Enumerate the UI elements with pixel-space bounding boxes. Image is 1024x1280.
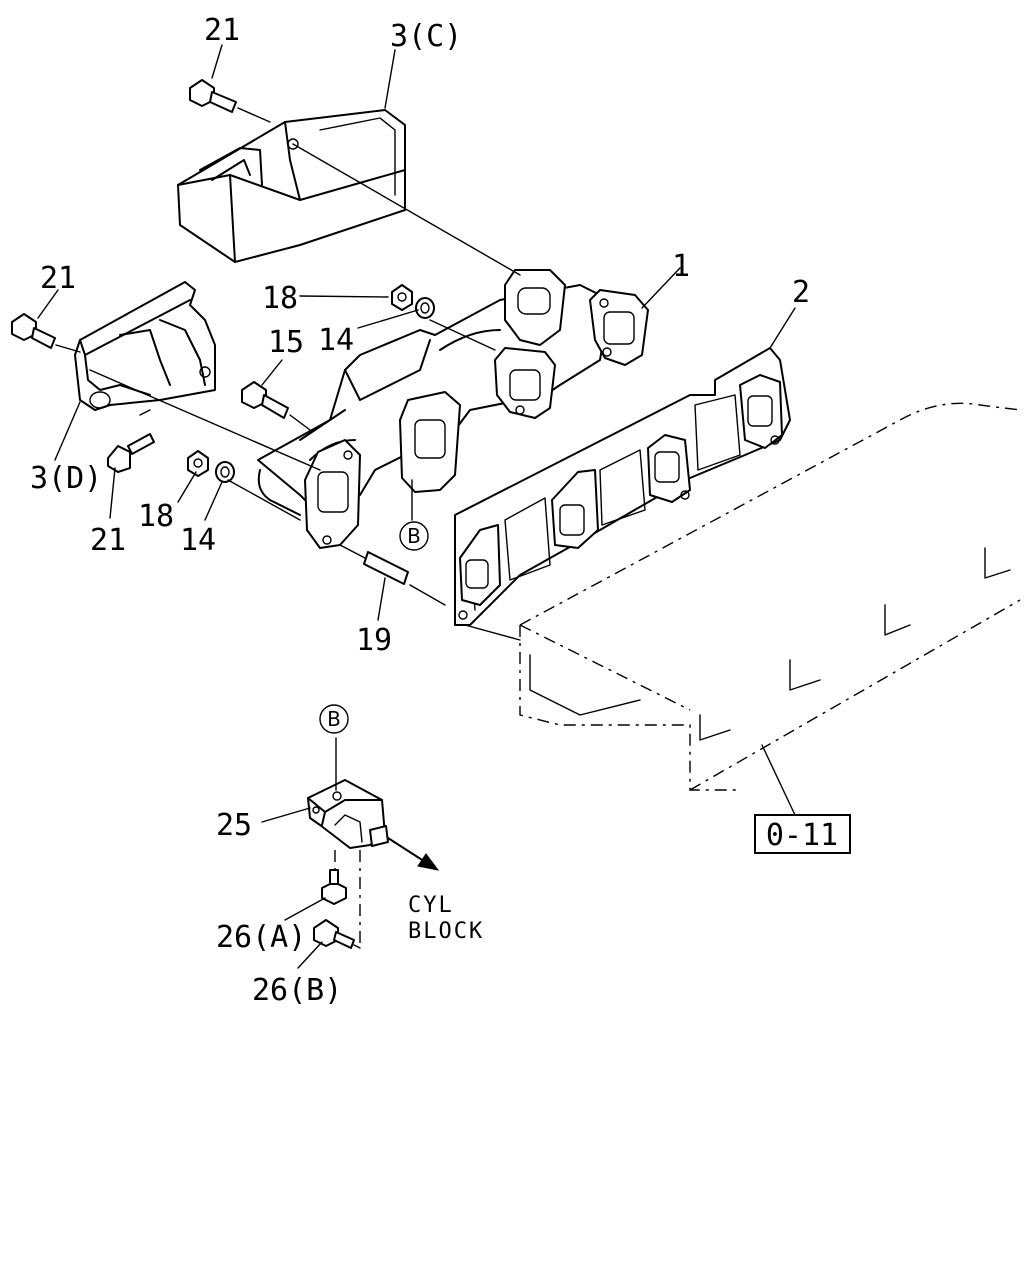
leader-lines (37, 44, 796, 969)
label-block: BLOCK (408, 919, 484, 944)
label-18-top: 18 (262, 281, 298, 316)
bolt-26b (313, 919, 355, 949)
heat-shield-upper (177, 109, 406, 263)
assembly-lines (55, 107, 521, 949)
label-1: 1 (672, 249, 690, 284)
bolt-26a (321, 869, 347, 905)
label-21-bottom: 21 (90, 523, 126, 558)
washer-14-bottom (215, 461, 235, 483)
ref-b-manifold-text: B (407, 524, 421, 548)
cylinder-head-outline (519, 402, 1021, 791)
bracket-25 (307, 779, 389, 849)
bolt-21-bottom (107, 433, 155, 473)
nut-18-top (391, 284, 413, 311)
label-15: 15 (268, 325, 304, 360)
manifold-gasket (454, 347, 791, 626)
label-25: 25 (216, 808, 252, 843)
label-21-left: 21 (40, 261, 76, 296)
label-14-top: 14 (318, 323, 354, 358)
washer-14-top (415, 297, 435, 319)
label-19: 19 (356, 623, 392, 658)
ref-circle-b-bracket: B (319, 704, 349, 734)
nut-18-bottom (187, 450, 209, 477)
bolt-21-top (189, 79, 237, 113)
bolt-15 (241, 381, 289, 419)
reference-box: 0-11 (754, 814, 851, 854)
label-3c: 3(C) (390, 19, 462, 54)
label-14-bottom: 14 (180, 523, 216, 558)
label-2: 2 (792, 275, 810, 310)
heat-shield-lower (74, 281, 216, 411)
reference-box-text: 0-11 (766, 818, 838, 853)
ref-circle-b-manifold: B (399, 521, 429, 551)
label-26a: 26(A) (216, 920, 306, 955)
label-21-top: 21 (204, 13, 240, 48)
label-3d: 3(D) (30, 461, 102, 496)
label-cyl: CYL (408, 893, 454, 918)
label-26b: 26(B) (252, 973, 342, 1008)
bolt-21-left (11, 313, 56, 349)
label-18-bottom: 18 (138, 499, 174, 534)
stud-19 (363, 551, 409, 585)
ref-b-bracket-text: B (327, 707, 341, 731)
exhaust-manifold (257, 269, 649, 549)
